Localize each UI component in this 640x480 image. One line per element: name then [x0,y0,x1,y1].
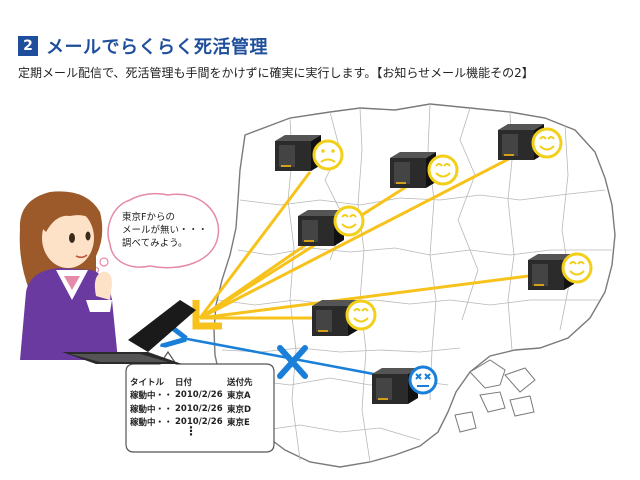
neutral-face-icon [312,139,344,171]
mail-date: 2010/2/26 [175,417,223,428]
mail-title: 稼動中・・ [130,418,173,429]
section-title: メールでらくらく死活管理 [46,37,268,58]
speech-line: メールが無い・・・ [122,225,208,236]
mail-list-row: 稼動中・・ 2010/2/26 東京E [130,416,267,430]
happy-face-icon [333,205,365,237]
speech-bubble [92,192,220,274]
mail-to: 東京A [227,391,251,402]
server-4 [298,210,344,246]
section-subtitle: 定期メール配信で、死活管理も手間をかけずに確実に実行します。【お知らせメール機能… [18,66,534,80]
operator-character [19,191,118,360]
mail-list-bubble [125,350,275,453]
speech-line: 調べてみよう。 [122,238,188,249]
down-face-icon [408,365,438,395]
more-indicator: ⋮ [185,424,197,438]
laptop [62,300,196,364]
column-header-title: タイトル [130,377,165,388]
mail-title: 稼動中・・ [130,404,173,415]
mail-title: 稼動中・・ [130,391,173,402]
column-header-to: 送付先 [227,377,253,388]
column-header-date: 日付 [175,377,193,388]
mail-date: 2010/2/26 [175,403,223,414]
mail-receive-arrow [192,300,222,330]
mail-to: 東京D [227,404,252,415]
mail-date: 2010/2/26 [175,390,223,401]
speech-bubble-text: 東京Fからの メールが無い・・・ 調べてみよう。 [122,211,212,250]
mail-list-row: 稼動中・・ 2010/2/26 東京D [130,402,267,416]
happy-face-icon [531,127,563,159]
server-group [275,124,574,404]
mail-to: 東京E [227,418,250,429]
tokyo-map [213,103,616,468]
section-number-badge: 2 [18,36,38,56]
mail-list-header: タイトル 日付 送付先 [130,375,267,389]
mail-list-row: 稼動中・・ 2010/2/26 東京A [130,389,267,403]
mail-list: タイトル 日付 送付先 稼動中・・ 2010/2/26 東京A 稼動中・・ 20… [130,375,267,438]
speech-line: 東京Fからの [122,212,175,223]
server-1 [275,135,321,171]
happy-face-icon [427,154,459,186]
happy-face-icon [561,252,593,284]
section-header: 2 メールでらくらく死活管理 [18,33,268,59]
happy-face-icon [345,299,377,331]
missing-mail-cross [277,345,308,379]
